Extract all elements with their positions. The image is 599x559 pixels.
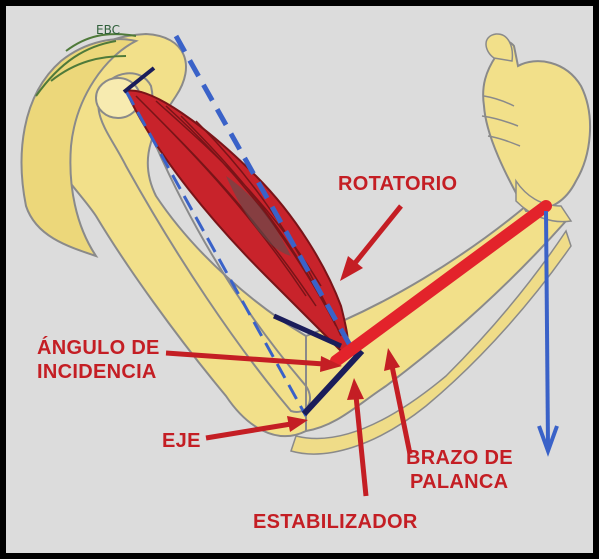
label-brazo-de-palanca: BRAZO DE PALANCA xyxy=(406,446,513,494)
diagram-canvas: EBC xyxy=(6,6,593,553)
label-angulo-line2: INCIDENCIA xyxy=(37,360,160,384)
label-angulo-de-incidencia: ÁNGULO DE INCIDENCIA xyxy=(37,336,160,384)
hand-shape xyxy=(483,41,590,211)
label-rotatorio: ROTATORIO xyxy=(338,172,457,196)
rotatorio-arrow xyxy=(351,206,401,268)
thumb-shape xyxy=(486,34,512,61)
label-estabilizador: ESTABILIZADOR xyxy=(253,510,418,534)
label-eje: EJE xyxy=(162,429,201,453)
label-brazo-line1: BRAZO DE xyxy=(406,446,513,470)
label-brazo-line2: PALANCA xyxy=(406,470,513,494)
resistance-line xyxy=(546,211,548,446)
label-angulo-line1: ÁNGULO DE xyxy=(37,336,160,360)
scribble-text: EBC xyxy=(96,23,120,37)
